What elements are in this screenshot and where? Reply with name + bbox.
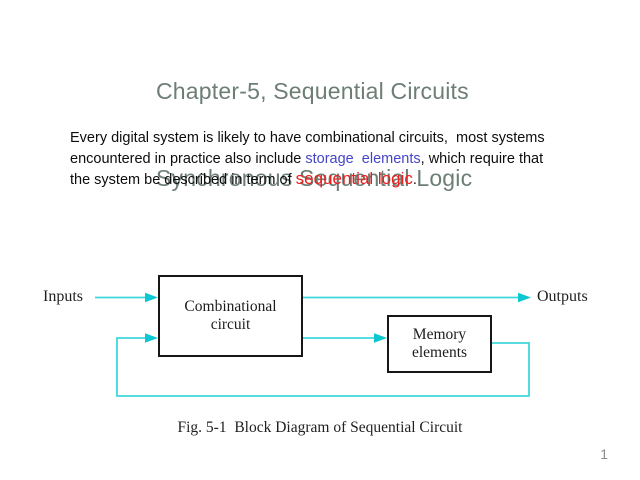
feedback-loop-line [116,337,530,397]
memory-box-label-line1: Memory [412,326,467,343]
feedback-arrowhead [145,333,158,343]
storage-elements-highlight: storage elements [305,150,421,167]
body-text: , which require that [420,150,544,167]
outputs-arrowhead [518,292,531,303]
page-number: 1 [600,446,608,462]
slide-title-line1: Chapter-5, Sequential Circuits [156,78,469,104]
memory-input-arrowhead [374,333,387,343]
body-text: Every digital system is likely to have c… [70,130,545,146]
inputs-label: Inputs [43,288,83,305]
body-line-3: the system be described in term of seque… [70,169,545,191]
slide-title: Chapter-5, Sequential Circuits Synchrono… [156,19,472,251]
body-text: . [412,172,417,188]
slide-title-line2: Synchronous Sequential Logic [156,165,473,191]
body-paragraph: Every digital system is likely to have c… [70,128,545,191]
outputs-label: Outputs [537,288,588,305]
body-text: the system be described in term of [70,172,296,188]
memory-box-label-line2: elements [411,344,468,361]
inputs-arrowhead [145,292,158,303]
combinational-circuit-box: Combinational circuit [158,275,303,357]
memory-elements-box: Memory elements [387,315,492,373]
body-text: encountered in practice also include [70,150,306,167]
body-line-2: encountered in practice also include sto… [70,149,545,170]
figure-caption: Fig. 5-1 Block Diagram of Sequential Cir… [177,419,463,436]
combinational-box-label-line1: Combinational [184,298,277,315]
combinational-box-label-line2: circuit [210,316,251,333]
body-line-1: Every digital system is likely to have c… [70,128,545,149]
sequential-logic-highlight: sequential logic [295,169,413,188]
